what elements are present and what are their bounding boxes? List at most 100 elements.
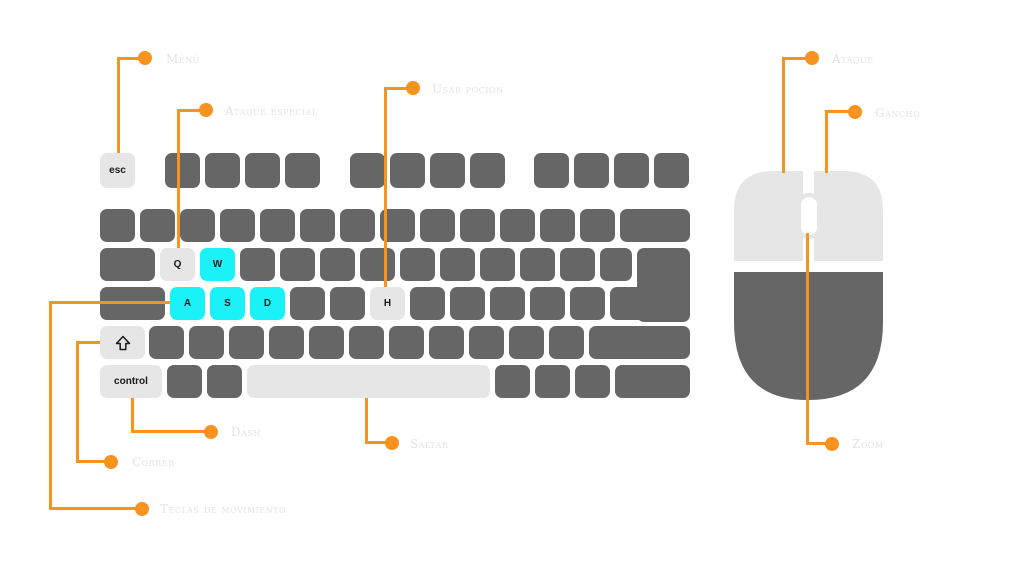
callout-line <box>782 57 785 173</box>
callout-line <box>384 87 387 287</box>
key-f5 <box>350 153 385 188</box>
key-f1 <box>165 153 200 188</box>
key-f3 <box>245 153 280 188</box>
callout-dot <box>385 436 399 450</box>
label-use-potion: Usar poción <box>432 82 504 96</box>
key-d: D <box>250 287 285 320</box>
callout-line <box>76 341 79 462</box>
key-esc: esc <box>100 153 135 188</box>
key-alt-right <box>535 365 570 398</box>
key-5 <box>300 209 335 242</box>
callout-line <box>117 57 145 60</box>
key-u <box>400 248 435 281</box>
key-y <box>360 248 395 281</box>
key-extra <box>549 326 584 359</box>
key-enter <box>637 248 690 322</box>
key-f10 <box>574 153 609 188</box>
key-g <box>330 287 365 320</box>
callout-line <box>49 301 52 510</box>
label-run: Correr <box>132 455 175 469</box>
key-p <box>520 248 555 281</box>
key-k <box>450 287 485 320</box>
key-6 <box>340 209 375 242</box>
callout-dot <box>199 103 213 117</box>
callout-line <box>76 460 111 463</box>
key-c <box>229 326 264 359</box>
callout-line <box>76 341 100 344</box>
key-backspace <box>620 209 690 242</box>
key-q: Q <box>160 248 195 281</box>
label-jump: Saltar <box>410 437 449 451</box>
key-space <box>247 365 490 398</box>
callout-dot <box>204 425 218 439</box>
key-b <box>309 326 344 359</box>
callout-line <box>117 57 120 153</box>
callout-dot <box>805 51 819 65</box>
key-i <box>440 248 475 281</box>
key-shift <box>100 326 145 359</box>
key-h: H <box>370 287 405 320</box>
key-n <box>349 326 384 359</box>
key-o <box>480 248 515 281</box>
key-f9 <box>534 153 569 188</box>
key-cmd <box>207 365 242 398</box>
callout-line <box>177 109 180 248</box>
callout-line <box>384 87 414 90</box>
key-f12 <box>654 153 689 188</box>
mouse-left-button <box>734 171 803 261</box>
key-quote <box>570 287 605 320</box>
key-slash <box>509 326 544 359</box>
key-f2 <box>205 153 240 188</box>
key-f <box>290 287 325 320</box>
key-tab <box>100 248 155 281</box>
key-8 <box>420 209 455 242</box>
key-4 <box>260 209 295 242</box>
key-f8 <box>470 153 505 188</box>
callout-line <box>131 430 211 433</box>
mouse-right-button <box>814 171 883 261</box>
key-bracket-right <box>600 248 632 281</box>
label-attack: Ataque <box>832 52 874 66</box>
key-backslash <box>610 287 645 320</box>
key-f7 <box>430 153 465 188</box>
key-z <box>149 326 184 359</box>
key-v <box>269 326 304 359</box>
key-s: S <box>210 287 245 320</box>
key-0 <box>500 209 535 242</box>
key-e <box>240 248 275 281</box>
callout-dot <box>825 437 839 451</box>
callout-dot <box>135 502 149 516</box>
shift-arrow-icon <box>115 335 130 350</box>
key-x <box>189 326 224 359</box>
callout-line <box>49 301 170 304</box>
key-semicolon <box>530 287 565 320</box>
label-movement-keys: Teclas de movimiento <box>160 502 287 516</box>
key-m <box>389 326 424 359</box>
key-right-shift <box>589 326 690 359</box>
callout-line <box>782 57 810 60</box>
key-9 <box>460 209 495 242</box>
key-fn <box>575 365 610 398</box>
label-dash: Dash <box>231 425 261 439</box>
key-period <box>469 326 504 359</box>
key-w: W <box>200 248 235 281</box>
key-cmd-right <box>495 365 530 398</box>
key-comma <box>429 326 464 359</box>
label-hook: Gancho <box>875 106 921 120</box>
key-l <box>490 287 525 320</box>
label-zoom: Zoom <box>852 437 884 451</box>
callout-line <box>131 398 134 433</box>
label-menu: Menú <box>166 52 200 66</box>
key-f6 <box>390 153 425 188</box>
callout-line <box>365 441 391 444</box>
callout-dot <box>848 105 862 119</box>
callout-line <box>806 442 830 445</box>
key-backtick <box>100 209 135 242</box>
key-3 <box>220 209 255 242</box>
key-equals <box>580 209 615 242</box>
callout-dot <box>104 455 118 469</box>
callout-line <box>177 109 205 112</box>
callout-dot <box>406 81 420 95</box>
key-f4 <box>285 153 320 188</box>
